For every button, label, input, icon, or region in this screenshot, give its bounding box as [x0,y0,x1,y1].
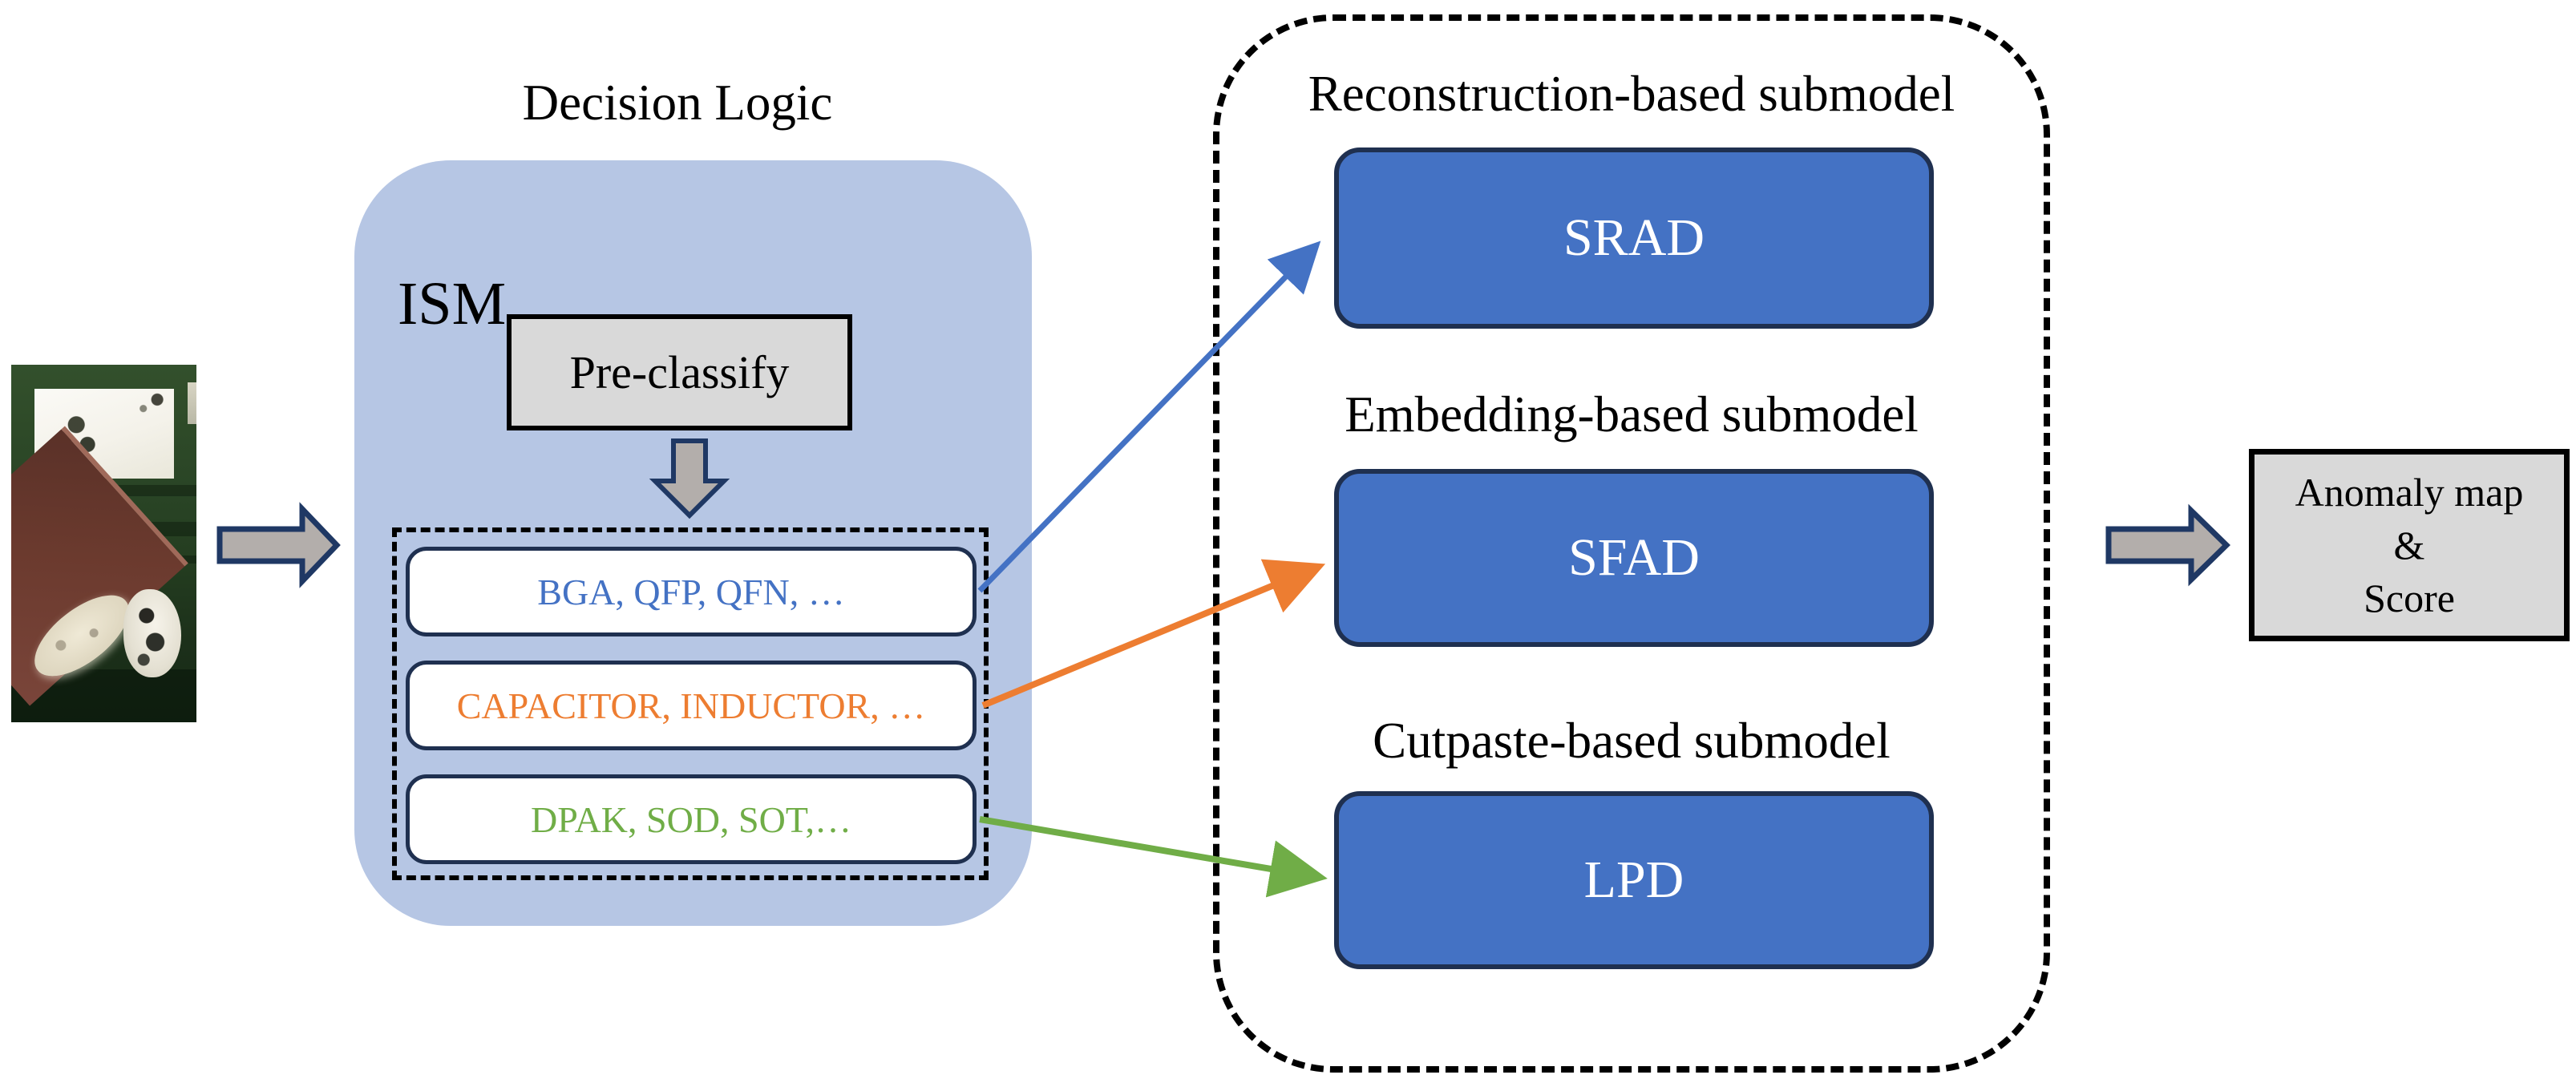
class-label: DPAK, SOD, SOT,… [530,798,852,840]
lpd-box: LPD [1334,791,1934,969]
class-label: BGA, QFP, QFN, … [537,571,845,612]
embedding-submodel-title: Embedding-based submodel [1345,386,1919,442]
decision-logic-title: Decision Logic [522,74,833,131]
arrow-to-sfad [981,559,1326,709]
arrow-to-lpd [979,816,1328,898]
arrow-to-srad [977,240,1321,593]
submodels-dashed-container [1213,14,2050,1073]
reconstruction-submodel-title: Reconstruction-based submodel [1308,65,1955,122]
srad-box: SRAD [1334,147,1934,329]
ism-label: ISM [398,270,507,337]
class-box-dpak-sod-sot: DPAK, SOD, SOT,… [406,774,977,864]
output-line-score: Score [2364,576,2455,620]
output-line-amp: & [2393,523,2425,568]
output-line-anomaly-map: Anomaly map [2295,470,2524,515]
sfad-box: SFAD [1334,469,1934,647]
output-block-arrow [2105,503,2231,587]
preclassify-down-arrow [649,438,730,519]
solder-blob [123,589,181,677]
class-label: CAPACITOR, INDUCTOR, … [456,685,926,726]
pcb-component-photo [11,365,196,722]
class-box-bga-qfp-qfn: BGA, QFP, QFN, … [406,547,977,636]
input-block-arrow [216,502,341,588]
solder-pad-small [188,382,196,424]
output-box: Anomaly map & Score [2249,449,2570,641]
preclassify-box: Pre-classify [507,314,852,430]
cutpaste-submodel-title: Cutpaste-based submodel [1373,712,1891,769]
class-box-capacitor-inductor: CAPACITOR, INDUCTOR, … [406,661,977,750]
